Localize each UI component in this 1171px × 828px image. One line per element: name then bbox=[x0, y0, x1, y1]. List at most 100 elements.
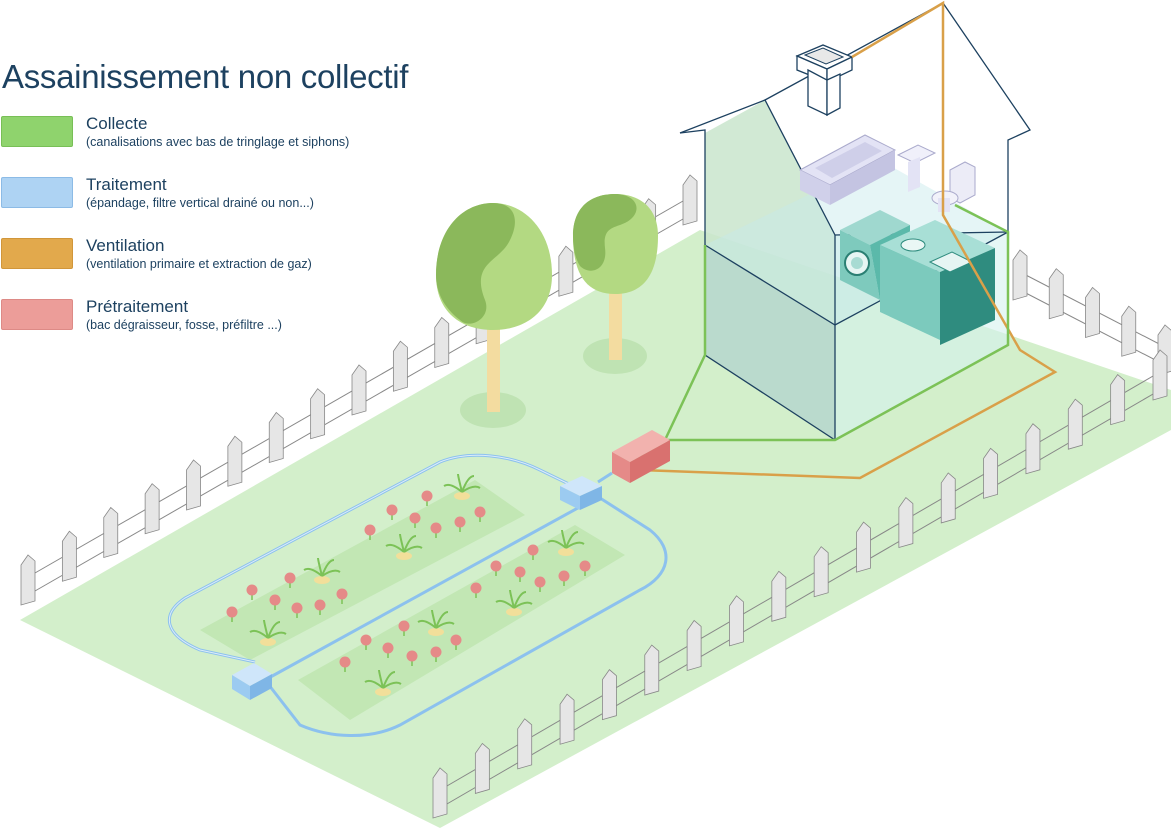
plant-icon bbox=[364, 669, 402, 696]
plant-icon bbox=[303, 557, 341, 584]
tree-icon bbox=[573, 194, 658, 360]
fence-picket bbox=[644, 644, 660, 696]
fence-front-left bbox=[432, 349, 1168, 819]
traitement-swatch bbox=[1, 177, 73, 208]
pretraitement-swatch bbox=[1, 299, 73, 330]
bathtub-icon bbox=[798, 134, 897, 205]
fence-picket bbox=[771, 570, 787, 622]
fence-picket bbox=[1085, 286, 1100, 339]
fence-picket bbox=[432, 767, 448, 819]
legend-label: Traitement bbox=[86, 175, 167, 194]
fence-picket bbox=[1048, 268, 1064, 320]
flower-icon bbox=[470, 582, 482, 598]
legend-description: (épandage, filtre vertical drainé ou non… bbox=[86, 196, 314, 210]
flower-icon bbox=[398, 620, 410, 636]
fence-picket bbox=[186, 459, 201, 511]
flower-icon bbox=[430, 646, 442, 662]
fence-picket bbox=[227, 435, 243, 487]
flower-icon bbox=[534, 576, 546, 592]
flower-icon bbox=[454, 516, 466, 532]
fence-picket bbox=[474, 742, 490, 794]
kitchen-counter-side bbox=[940, 248, 995, 345]
fence-picket bbox=[144, 483, 160, 535]
flower-icon bbox=[226, 606, 238, 622]
fence-picket bbox=[61, 530, 77, 582]
legend-label: Ventilation bbox=[86, 236, 165, 255]
flower-icon bbox=[406, 650, 418, 666]
fence-picket bbox=[729, 595, 744, 647]
flower-icon bbox=[421, 490, 433, 506]
fence-picket bbox=[1121, 305, 1137, 357]
fence-picket bbox=[686, 619, 702, 672]
fence-picket bbox=[813, 546, 829, 598]
legend-item-ventilation: Ventilation (ventilation primaire et ext… bbox=[0, 236, 440, 272]
toilet-icon bbox=[931, 161, 976, 212]
flower-icon bbox=[284, 572, 296, 588]
page-title: Assainissement non collectif bbox=[2, 58, 409, 95]
kitchen-counter-front bbox=[880, 245, 940, 340]
plant-icon bbox=[547, 529, 585, 556]
plant-icon bbox=[417, 609, 455, 636]
flower-icon bbox=[409, 512, 421, 528]
house-icon bbox=[679, 2, 1031, 441]
fence-picket bbox=[268, 411, 284, 464]
ventilation-pipes bbox=[639, 0, 1058, 480]
flower-icon bbox=[430, 522, 442, 538]
legend-description: (bac dégraisseur, fosse, préfiltre ...) bbox=[86, 318, 282, 332]
plant-icon bbox=[249, 619, 287, 646]
fence-back-right bbox=[1012, 249, 1171, 376]
flower-icon bbox=[490, 560, 502, 576]
distribution-box bbox=[560, 476, 602, 510]
flower-icon bbox=[314, 599, 326, 615]
flower-icon bbox=[579, 560, 591, 576]
sink-basin bbox=[928, 251, 974, 273]
septic-tank-icon bbox=[612, 430, 670, 483]
ventilation-swatch bbox=[1, 238, 73, 269]
fence-picket bbox=[682, 174, 698, 226]
collecte-swatch bbox=[1, 116, 73, 147]
plant-icon bbox=[443, 473, 481, 500]
fence-picket bbox=[517, 718, 533, 770]
chimney-icon bbox=[795, 44, 854, 117]
fence-picket bbox=[392, 340, 408, 392]
distribution-box bbox=[232, 663, 272, 700]
fence-picket bbox=[856, 521, 871, 573]
fence-picket bbox=[434, 316, 450, 369]
flower-beds bbox=[226, 473, 591, 696]
flower-icon bbox=[246, 584, 258, 600]
flower-icon bbox=[364, 524, 376, 540]
legend-item-collecte: Collecte (canalisations avec bas de trin… bbox=[0, 114, 440, 150]
flower-icon bbox=[558, 570, 570, 586]
flower-icon bbox=[360, 634, 372, 650]
fence-picket bbox=[602, 669, 617, 721]
fence-picket bbox=[1012, 249, 1028, 301]
legend-description: (canalisations avec bas de tringlage et … bbox=[86, 135, 350, 149]
legend-description: (ventilation primaire et extraction de g… bbox=[86, 257, 312, 271]
legend-item-traitement: Traitement (épandage, filtre vertical dr… bbox=[0, 175, 440, 211]
fence-picket bbox=[1067, 398, 1083, 450]
fence-picket bbox=[1152, 349, 1168, 401]
flower-icon bbox=[382, 642, 394, 658]
fence-picket bbox=[983, 447, 998, 499]
fence-picket bbox=[940, 472, 956, 524]
legend-item-pretraitement: Prétraitement (bac dégraisseur, fosse, p… bbox=[0, 297, 440, 333]
plant-icon bbox=[385, 533, 423, 560]
flower-icon bbox=[527, 544, 539, 560]
flower-icon bbox=[474, 506, 486, 522]
fence-picket bbox=[558, 245, 574, 297]
flower-icon bbox=[336, 588, 348, 604]
fence-picket bbox=[898, 496, 914, 549]
sink-icon bbox=[900, 238, 926, 252]
fence-picket bbox=[1110, 373, 1126, 426]
fence-picket bbox=[310, 388, 326, 440]
fence-picket bbox=[103, 506, 119, 559]
fence-picket bbox=[1025, 423, 1041, 475]
flower-icon bbox=[339, 656, 351, 672]
tree-icon bbox=[436, 203, 552, 412]
fence-picket bbox=[559, 693, 575, 745]
flower-icon bbox=[386, 504, 398, 520]
legend-label: Collecte bbox=[86, 114, 148, 133]
flower-icon bbox=[450, 634, 462, 650]
flower-icon bbox=[514, 566, 526, 582]
flower-icon bbox=[269, 594, 281, 610]
